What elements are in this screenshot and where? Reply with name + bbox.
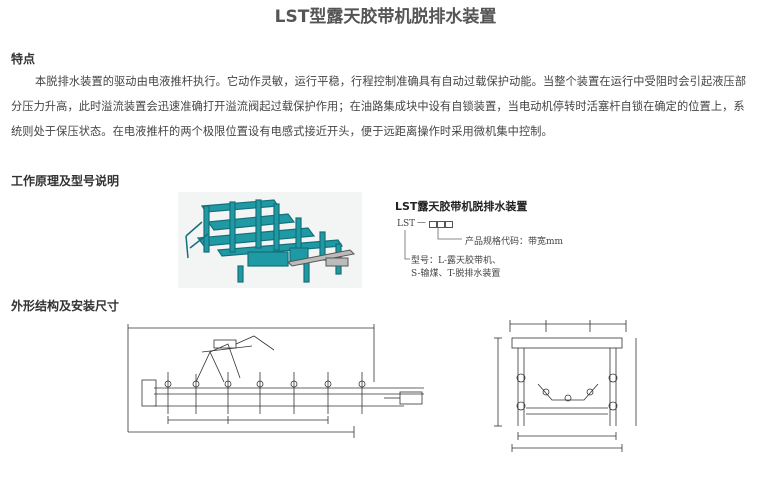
- model-title: LST露天胶带机脱排水装置: [395, 200, 528, 213]
- model-code-box-1: [429, 221, 437, 228]
- structure-heading: 外形结构及安装尺寸: [11, 299, 120, 313]
- model-code-box-3: [445, 221, 453, 228]
- spec-label: 产品规格代码：带宽mm: [465, 237, 564, 247]
- page-title: LST型露天胶带机脱排水装置: [274, 7, 497, 27]
- model-dash: —: [417, 218, 426, 228]
- type-label-line-1: 型号：L-露天胶带机、: [411, 256, 502, 266]
- side-view-drawing: [127, 324, 424, 438]
- conveyor-drainage-machine-illustration: [185, 199, 356, 283]
- principle-heading: 工作原理及型号说明: [11, 174, 120, 188]
- features-paragraph: 本脱排水装置的驱动由电液推杆执行。它动作灵敏，运行平稳，行程控制准确具有自动过载…: [11, 75, 747, 138]
- model-prefix: LST: [397, 219, 416, 229]
- product-photo: [178, 192, 362, 288]
- model-code-leader-lines: [404, 228, 462, 260]
- features-heading: 特点: [11, 52, 36, 66]
- type-label-line-2: S-输煤、T-脱排水装置: [411, 269, 501, 279]
- model-code-box-2: [437, 221, 445, 228]
- front-view-drawing: [494, 320, 637, 452]
